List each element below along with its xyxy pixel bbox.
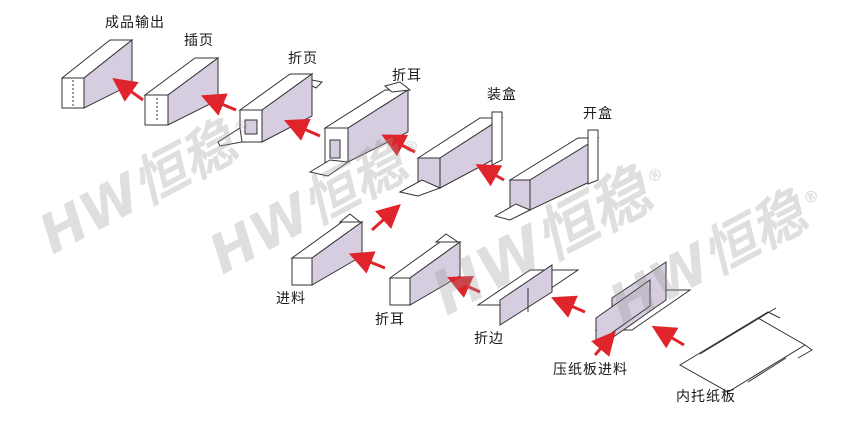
box-insert-board	[143, 57, 220, 126]
arrow-4	[381, 134, 416, 157]
label-feed: 进料	[276, 291, 306, 307]
arrow-5	[475, 164, 505, 187]
label-open-box: 开盒	[583, 106, 613, 122]
box-open-box	[493, 129, 600, 221]
label-fold-ear-bottom: 折耳	[375, 312, 405, 328]
sheet-press-board-feed	[594, 261, 692, 345]
arrow-1	[112, 78, 144, 102]
label-finished-output: 成品输出	[105, 15, 165, 31]
arrow-6	[370, 203, 401, 232]
label-press-board-feed: 压纸板进料	[553, 362, 628, 378]
box-fold-ear-top	[308, 81, 412, 177]
label-boxing: 装盒	[487, 87, 517, 103]
arrow-3	[284, 118, 321, 141]
box-feed	[290, 213, 364, 286]
label-fold-edge: 折边	[474, 331, 504, 347]
sheet-inner-tray-board	[679, 307, 813, 393]
flow-arrows	[112, 78, 685, 357]
label-insert-board: 插页	[184, 33, 214, 49]
arrow-8	[447, 276, 481, 298]
box-boxing	[398, 111, 504, 197]
arrow-7	[348, 251, 386, 274]
label-fold-page: 折页	[288, 51, 318, 67]
arrow-10	[591, 330, 616, 357]
sheet-fold-edge	[476, 264, 580, 326]
arrow-11	[651, 325, 685, 349]
arrow-9	[550, 295, 586, 318]
label-inner-tray-board: 内托纸板	[676, 389, 736, 405]
label-fold-ear-top: 折耳	[392, 68, 422, 84]
box-fold-ear-bottom	[388, 233, 462, 306]
box-finished-output	[60, 38, 134, 109]
box-fold-page	[217, 73, 324, 147]
arrow-2	[200, 93, 237, 116]
